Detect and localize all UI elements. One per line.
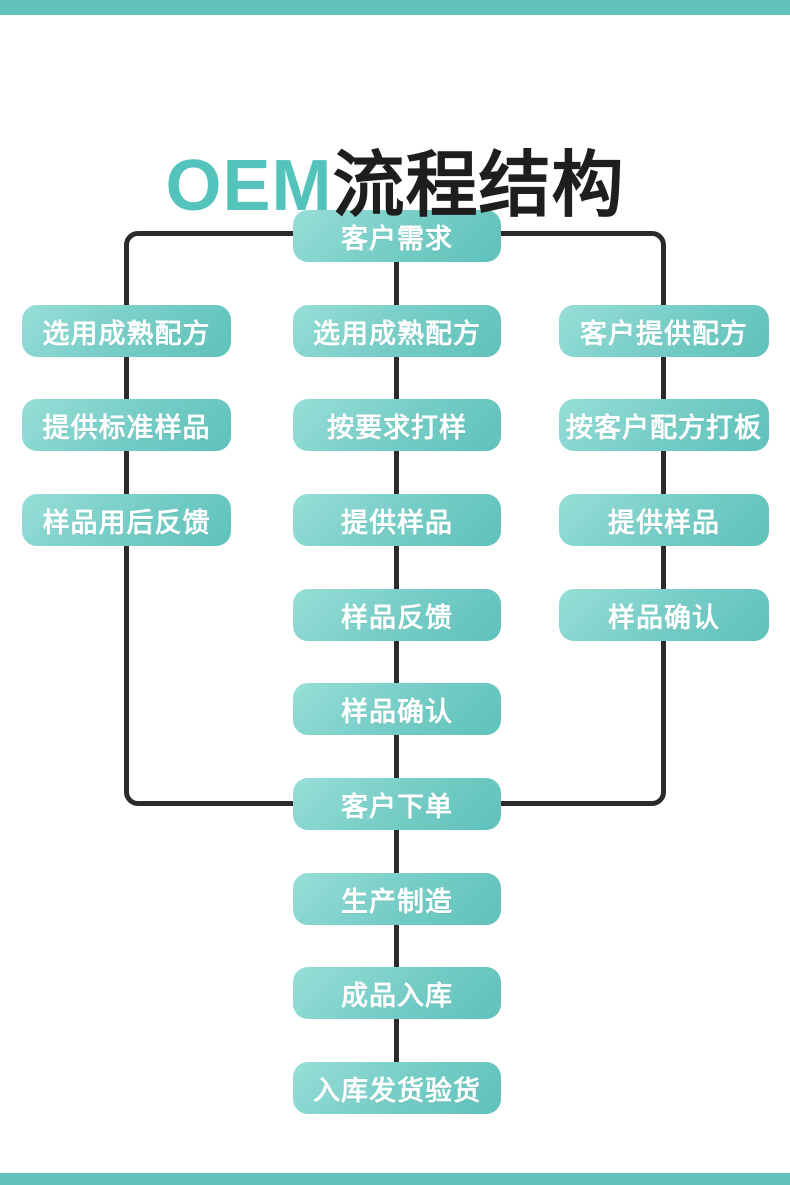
bottom-accent-bar [0, 1173, 790, 1185]
flow-box-mid-3: 提供样品 [293, 494, 501, 546]
flow-box-left-3: 样品用后反馈 [22, 494, 231, 546]
flow-box-production: 生产制造 [293, 873, 501, 925]
flow-box-right-3: 提供样品 [559, 494, 769, 546]
page-title: OEM流程结构 [0, 144, 790, 228]
page-title-accent: OEM [165, 146, 333, 227]
flow-box-customer-demand: 客户需求 [293, 210, 501, 262]
top-accent-bar [0, 0, 790, 15]
flow-box-mid-2: 按要求打样 [293, 399, 501, 451]
flow-box-mid-1: 选用成熟配方 [293, 305, 501, 357]
flow-box-mid-4: 样品反馈 [293, 589, 501, 641]
flow-box-customer-order: 客户下单 [293, 778, 501, 830]
flow-box-right-1: 客户提供配方 [559, 305, 769, 357]
flow-box-warehousing: 成品入库 [293, 967, 501, 1019]
flow-box-shipping-inspection: 入库发货验货 [293, 1062, 501, 1114]
flow-box-mid-5: 样品确认 [293, 683, 501, 735]
flow-box-right-4: 样品确认 [559, 589, 769, 641]
page-title-rest: 流程结构 [332, 146, 625, 227]
flow-box-right-2: 按客户配方打板 [559, 399, 769, 451]
flow-box-left-2: 提供标准样品 [22, 399, 231, 451]
flow-box-left-1: 选用成熟配方 [22, 305, 231, 357]
connector-spine [394, 233, 399, 1085]
